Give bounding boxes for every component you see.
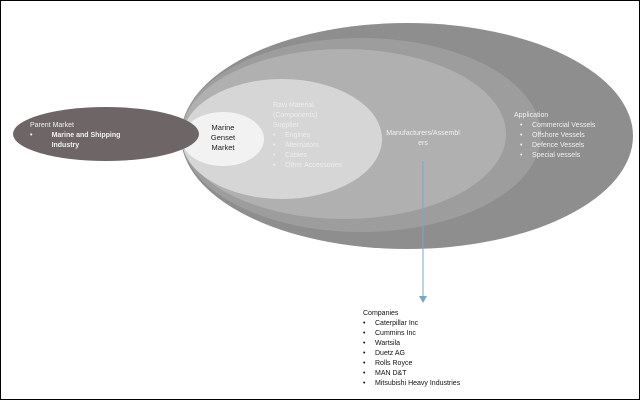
raw-material-item: Other Accessories	[273, 161, 342, 171]
application-item: Commercial Vessels	[520, 121, 595, 131]
company-item: Caterpillar Inc	[363, 319, 460, 329]
raw-material-item: Engines	[273, 131, 342, 141]
application-item: Special vessels	[520, 151, 595, 161]
company-item: Rolls Royce	[363, 359, 460, 369]
companies-title: Companies	[363, 310, 399, 317]
application-box: Application Commercial Vessels Offshore …	[514, 111, 595, 161]
raw-material-title: Raw Material (Components) Supplier	[273, 102, 318, 129]
company-item: MAN D&T	[363, 369, 460, 379]
application-item: Defence Vessels	[520, 141, 595, 151]
manufacturers-label: Manufacturers/Assemblers	[386, 130, 460, 147]
raw-material-item: Cables	[273, 151, 342, 161]
company-item: Duetz AG	[363, 349, 460, 359]
company-item: Mitsubishi Heavy Industries	[363, 379, 460, 389]
raw-material-item: Alternators	[273, 141, 342, 151]
core-ellipse	[182, 112, 264, 166]
companies-box: Companies Caterpillar Inc Cummins Inc Wa…	[363, 309, 460, 389]
application-title: Application	[514, 112, 549, 119]
company-item: Cummins Inc	[363, 329, 460, 339]
core-label: Marine Genset Market	[210, 123, 236, 152]
application-item: Offshore Vessels	[520, 131, 595, 141]
parent-market-item: Marine and Shipping Industry	[30, 131, 140, 151]
parent-market-title: Parent Market	[30, 122, 74, 129]
company-item: Wartsila	[363, 339, 460, 349]
raw-material-box: Raw Material (Components) Supplier Engin…	[273, 101, 342, 171]
parent-market-box: Parent Market Marine and Shipping Indust…	[30, 121, 140, 151]
arrow-head	[419, 296, 427, 303]
